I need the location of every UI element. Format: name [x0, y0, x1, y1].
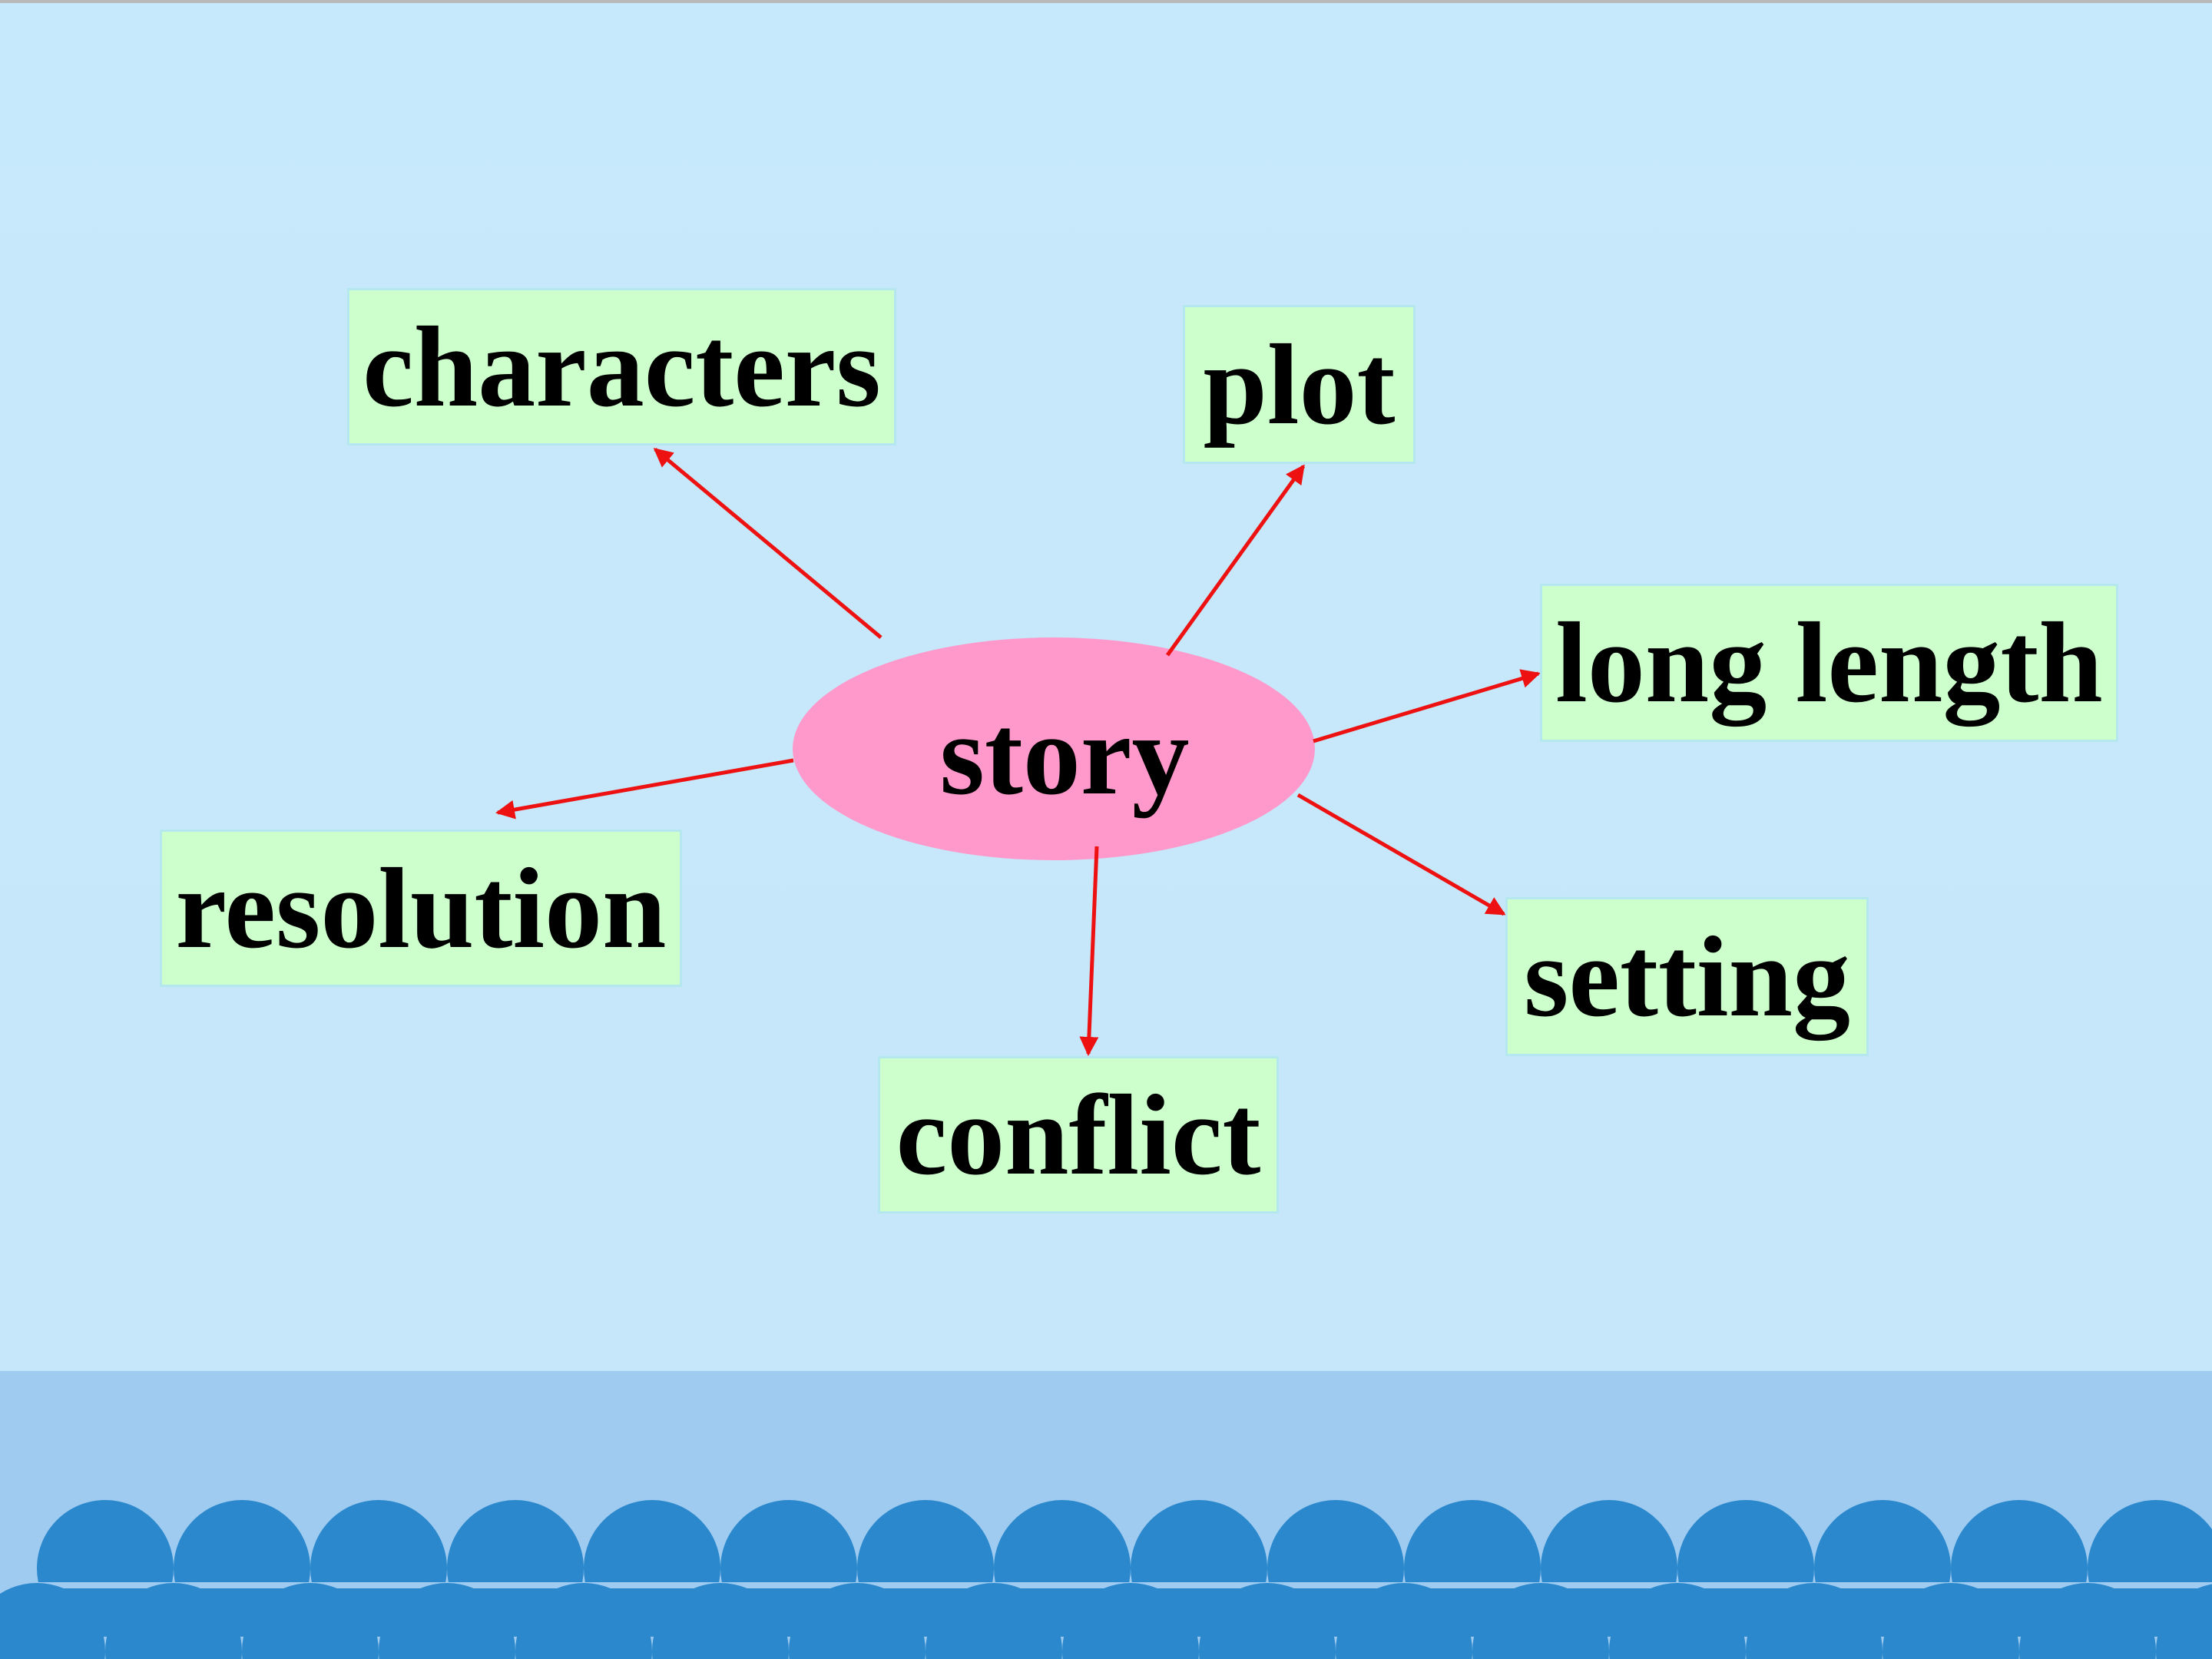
- scallop: [1472, 1583, 1609, 1659]
- scallop: [1199, 1583, 1336, 1659]
- scallop: [2019, 1583, 2156, 1659]
- node-resolution[interactable]: resolution: [160, 830, 682, 987]
- scallop: [1883, 1583, 2019, 1659]
- arrow-to-long-length: [1313, 669, 1541, 743]
- scallop: [515, 1583, 652, 1659]
- scallop: [1746, 1583, 1883, 1659]
- scallop: [1336, 1583, 1472, 1659]
- arrow-to-setting: [1296, 793, 1506, 916]
- node-setting-label: setting: [1524, 912, 1850, 1041]
- scallop-gap: [0, 1582, 2212, 1588]
- node-long-length[interactable]: long length: [1540, 584, 2118, 742]
- arrow-to-conflict: [1079, 846, 1099, 1056]
- node-conflict[interactable]: conflict: [878, 1056, 1279, 1214]
- scallop: [926, 1583, 1062, 1659]
- center-ellipse[interactable]: [793, 637, 1315, 860]
- scallop: [2156, 1584, 2212, 1659]
- node-plot[interactable]: plot: [1183, 305, 1416, 464]
- scallop-row-front: [0, 1582, 2212, 1659]
- scallop: [0, 1583, 105, 1659]
- center-label: story: [939, 690, 1190, 819]
- scallop: [379, 1583, 515, 1659]
- node-resolution-label: resolution: [175, 844, 667, 972]
- node-characters-label: characters: [363, 303, 881, 431]
- node-setting[interactable]: setting: [1505, 897, 1869, 1056]
- scallop: [1062, 1583, 1199, 1659]
- scallop: [789, 1583, 926, 1659]
- node-plot-label: plot: [1203, 320, 1396, 449]
- scallop: [652, 1583, 789, 1659]
- node-characters[interactable]: characters: [347, 288, 896, 445]
- arrow-to-resolution: [495, 758, 794, 820]
- arrow-to-plot: [1165, 464, 1306, 657]
- scallop: [105, 1583, 242, 1659]
- scallop: [242, 1583, 379, 1659]
- node-long-length-label: long length: [1555, 599, 2103, 727]
- scallop: [1609, 1583, 1746, 1659]
- scallop-decoration: [0, 1500, 2212, 1659]
- arrow-to-characters: [653, 448, 882, 639]
- node-conflict-label: conflict: [896, 1071, 1261, 1199]
- top-rule: [0, 0, 2212, 3]
